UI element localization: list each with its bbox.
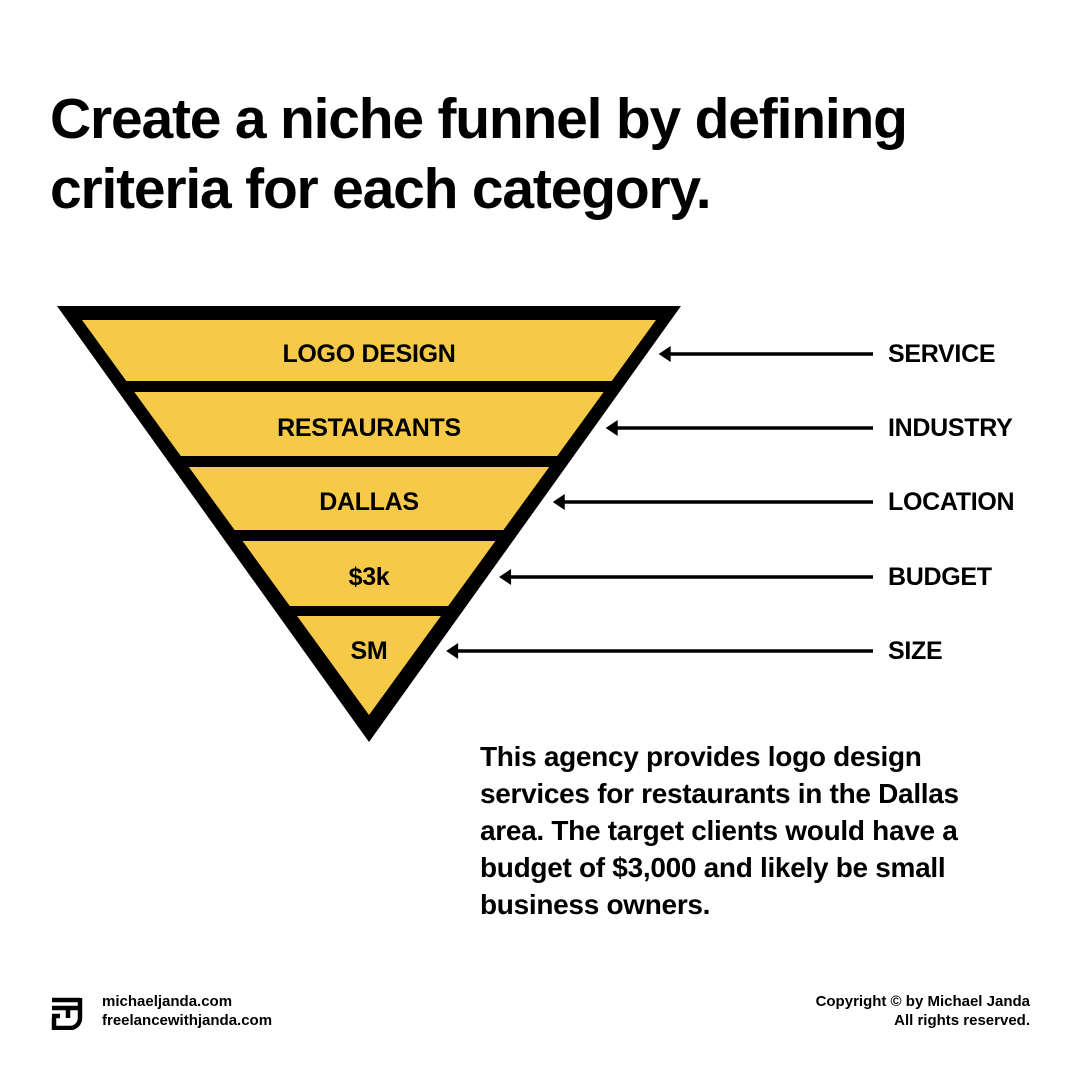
description: This agency provides logo design service… [480, 738, 1040, 923]
category-label-4: BUDGET [888, 563, 992, 591]
arrow-head-3 [552, 494, 565, 510]
arrow-head-1 [658, 346, 671, 362]
copyright-line-2: All rights reserved. [894, 1012, 1030, 1029]
funnel-label-4: $3k [349, 563, 390, 591]
copyright-notice: Copyright © by Michael Janda All rights … [816, 992, 1030, 1030]
janda-monogram-icon [51, 997, 83, 1030]
category-label-1: SERVICE [888, 340, 995, 368]
arrow-head-4 [499, 569, 512, 585]
category-label-5: SIZE [888, 637, 942, 665]
funnel-band-3 [188, 467, 550, 530]
funnel-diagram: LOGO DESIGN SERVICE RESTAURANTS INDUSTRY DAL… [57, 306, 1015, 742]
copyright-line-1: Copyright © by Michael Janda [815, 993, 1030, 1010]
arrow-head-5 [446, 643, 459, 659]
funnel-band-4 [242, 541, 496, 606]
category-label-3: LOCATION [888, 488, 1014, 516]
description-line: This agency provides logo design [480, 741, 922, 772]
site-link-michaeljanda[interactable]: michaeljanda.com [102, 993, 233, 1010]
headline-line-1: Create a niche funnel by defining [50, 87, 908, 151]
funnel-band-2 [134, 392, 604, 456]
site-links: michaeljanda.com freelancewithjanda.com [102, 992, 272, 1030]
funnel-label-3: DALLAS [319, 488, 419, 516]
arrow-head-2 [605, 420, 618, 436]
description-line: area. The target clients would have a [480, 815, 958, 846]
site-link-freelancewithjanda[interactable]: freelancewithjanda.com [102, 1012, 273, 1029]
funnel-band-1 [82, 320, 656, 381]
description-line: budget of $3,000 and likely be small [480, 852, 946, 883]
funnel-label-5: SM [351, 637, 388, 665]
description-line: business owners. [480, 889, 711, 920]
funnel-label-1: LOGO DESIGN [282, 340, 455, 368]
funnel-label-2: RESTAURANTS [277, 414, 461, 442]
headline-line-2: criteria for each category. [50, 157, 712, 221]
headline: Create a niche funnel by defining criter… [50, 84, 1010, 224]
category-label-2: INDUSTRY [888, 414, 1013, 442]
funnel-band-5 [297, 616, 441, 715]
description-line: services for restaurants in the Dallas [480, 778, 959, 809]
